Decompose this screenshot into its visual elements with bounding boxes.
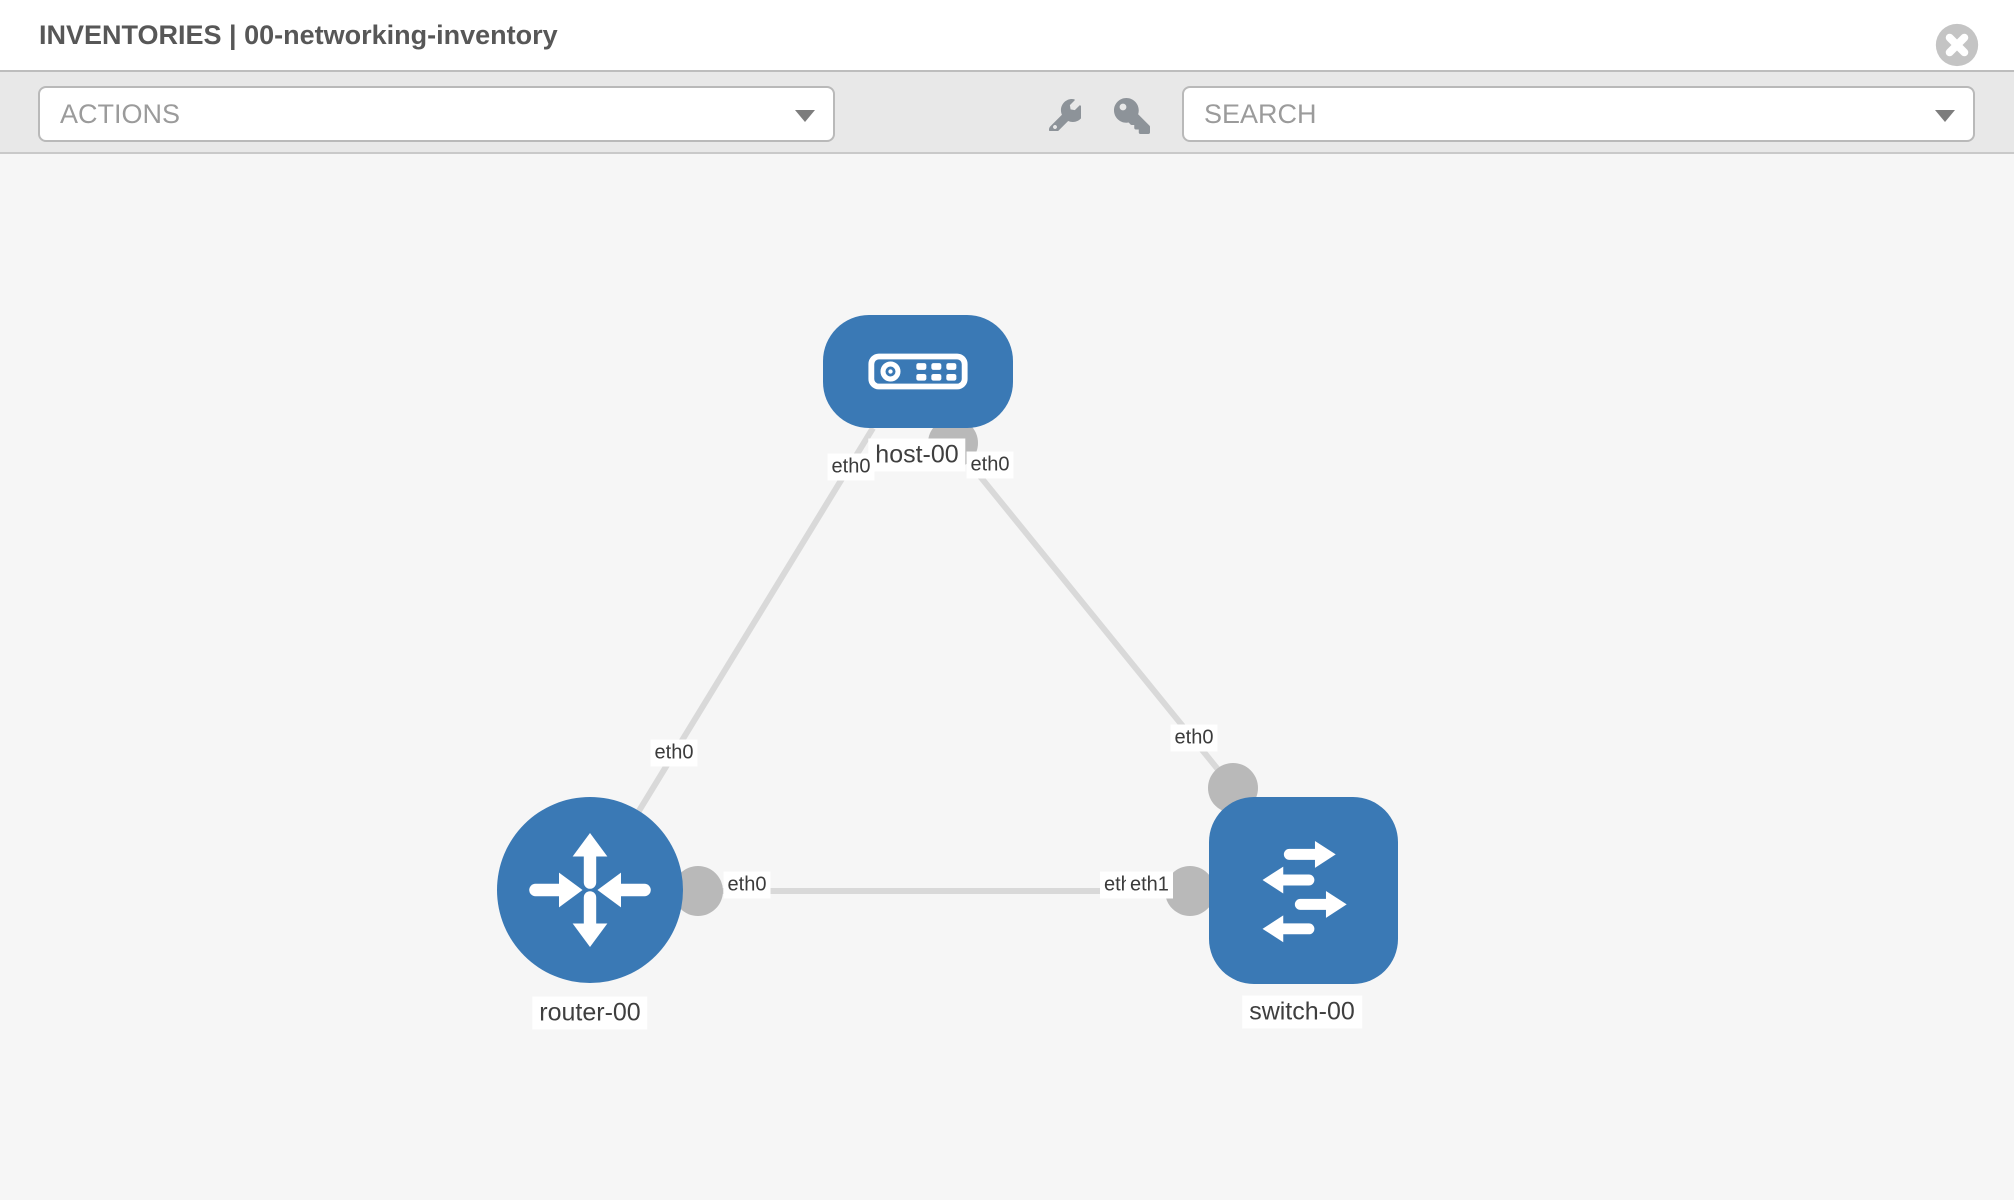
node-router-00[interactable] xyxy=(497,797,683,983)
circle-x-icon xyxy=(1935,23,1979,67)
switch-icon xyxy=(1262,840,1347,942)
chevron-down-icon xyxy=(1935,110,1955,122)
wrench-icon[interactable] xyxy=(1049,99,1081,131)
link-lines xyxy=(587,426,1303,894)
node-label-switch: switch-00 xyxy=(1242,995,1362,1029)
search-dropdown[interactable]: SEARCH xyxy=(1182,86,1975,142)
iface-label-router-eth0: eth0 xyxy=(723,871,771,899)
toolbar: ACTIONS SEARCH xyxy=(0,70,2014,154)
node-switch-00[interactable] xyxy=(1209,797,1398,984)
node-label-router: router-00 xyxy=(532,996,648,1030)
header: INVENTORIES | 00-networking-inventory xyxy=(0,0,2014,70)
close-button[interactable] xyxy=(1934,22,1980,68)
actions-dropdown[interactable]: ACTIONS xyxy=(38,86,835,142)
iface-label-host-eth0-right: eth0 xyxy=(966,451,1014,479)
page-title: INVENTORIES | 00-networking-inventory xyxy=(39,20,558,50)
actions-placeholder: ACTIONS xyxy=(60,99,181,129)
iface-label-host-eth0-left: eth0 xyxy=(827,453,875,481)
host-icon xyxy=(868,353,968,390)
node-host-00[interactable] xyxy=(823,315,1013,428)
iface-label-router-eth0-uplink: eth0 xyxy=(650,739,698,767)
chevron-down-icon xyxy=(795,110,815,122)
interface-connector xyxy=(1165,866,1215,916)
iface-label-switch-eth0-top: eth0 xyxy=(1170,724,1218,752)
topology-canvas[interactable]: host-00 router-00 switch-00 eth0 eth0 et… xyxy=(0,154,2014,1200)
node-label-host: host-00 xyxy=(868,438,966,472)
router-icon xyxy=(529,832,651,948)
search-placeholder: SEARCH xyxy=(1204,99,1317,129)
key-icon[interactable] xyxy=(1114,98,1150,134)
iface-label-switch-eth1: eth1 xyxy=(1126,871,1173,899)
